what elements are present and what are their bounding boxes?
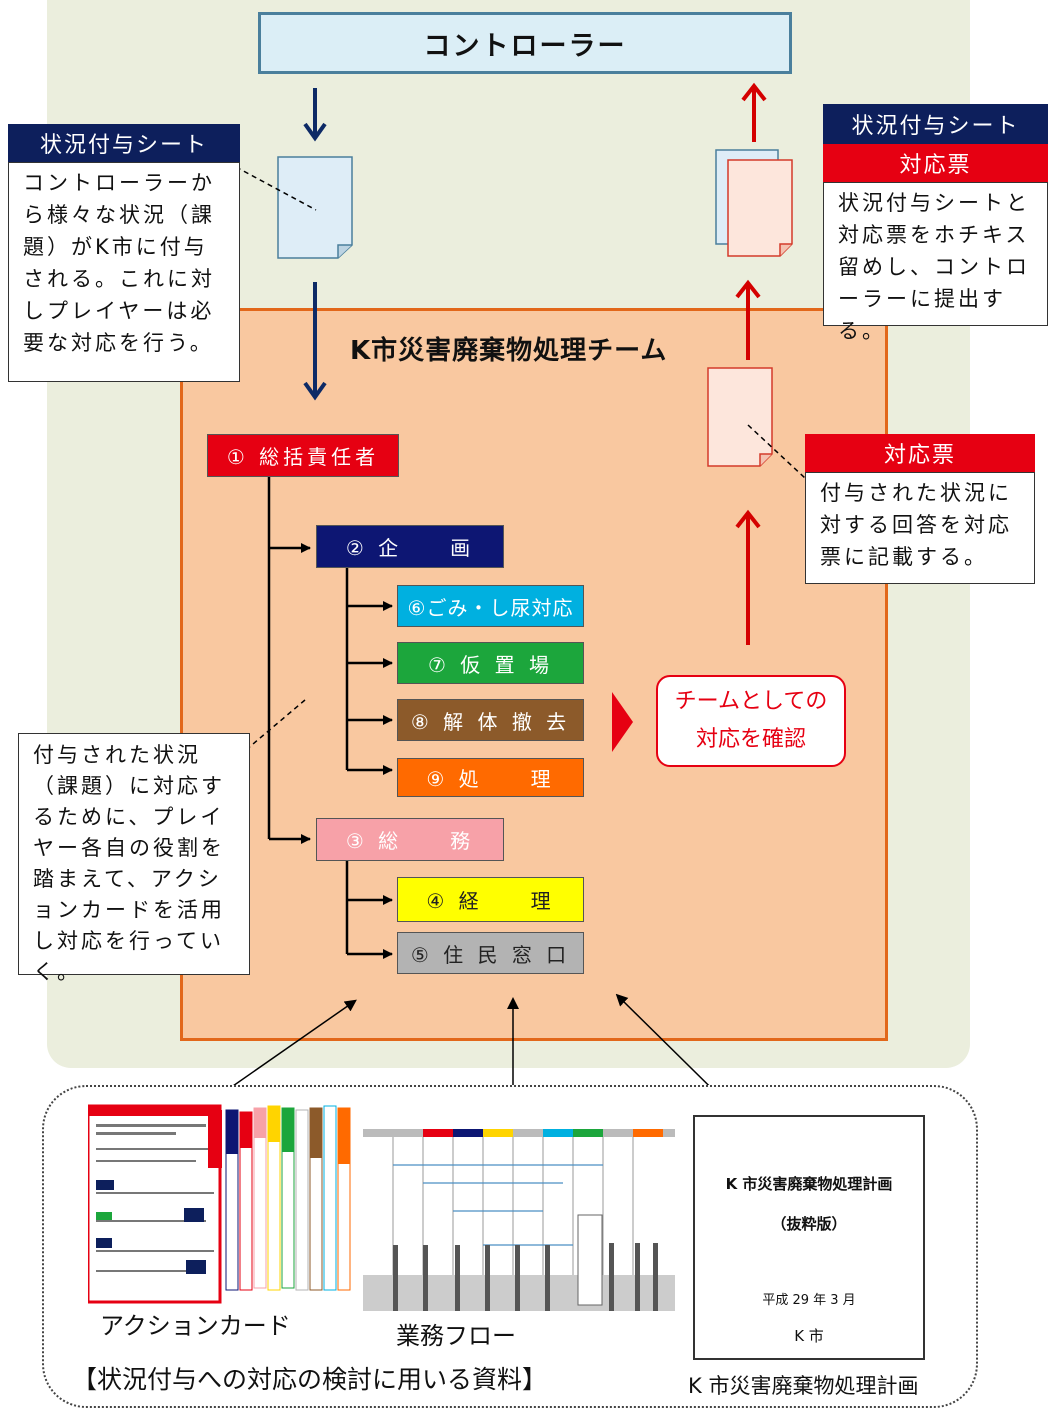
- workflow-caption: 業務フロー: [396, 1322, 516, 1350]
- up-arrows: [735, 82, 767, 645]
- workflow-thumbnail: [363, 1115, 675, 1311]
- role-planning: ② 企 画: [316, 525, 504, 568]
- plan-doc-title: K 市災害廃棄物処理計画: [725, 1175, 893, 1193]
- response-note-title: 対応票: [805, 434, 1035, 472]
- down-arrow-top: [303, 88, 327, 142]
- plan-document-thumbnail: K 市災害廃棄物処理計画 （抜粋版） 平成 29 年 3 月 K 市: [693, 1115, 925, 1360]
- triangle-right-icon: [612, 692, 633, 752]
- role-general-affairs: ③ 総 務: [316, 818, 504, 861]
- action-card-caption: アクションカード: [100, 1312, 291, 1340]
- response-note-body: 付与された状況に対する回答を対応票に記載する。: [805, 472, 1035, 584]
- materials-caption: 【状況付与への対応の検討に用いる資料】: [72, 1365, 548, 1394]
- right-sheet-title: 状況付与シート: [823, 104, 1048, 144]
- role-waste-response: ⑥ごみ・し尿対応: [397, 585, 584, 627]
- role-accounting: ④ 経 理: [397, 877, 584, 922]
- player-note: 付与された状況（課題）に対応するために、プレイヤー各自の役割を踏まえて、アクショ…: [18, 733, 250, 984]
- confirm-line-2: 対応を確認: [695, 727, 806, 752]
- org-tree: [267, 477, 393, 959]
- blank-sheet-icon: [277, 156, 353, 259]
- role-demolition: ⑧ 解 体 撤 去: [397, 699, 584, 741]
- response-sheet-icon: [707, 367, 773, 467]
- team-confirm-box: チームとしての対応を確認: [656, 675, 846, 767]
- role-resident-window: ⑤ 住 民 窓 口: [397, 932, 584, 974]
- role-temporary-site: ⑦ 仮 置 場: [397, 642, 584, 684]
- left-sheet-title: 状況付与シート: [8, 124, 240, 162]
- action-card-thumbnail: [88, 1104, 351, 1304]
- right-sheet-body: 状況付与シートと対応票をホチキス留めし、コントローラーに提出する。: [823, 182, 1048, 343]
- team-title: K市災害廃棄物処理チーム: [350, 336, 668, 366]
- plan-caption: K 市災害廃棄物処理計画: [688, 1374, 919, 1398]
- down-arrow-bottom: [303, 282, 327, 401]
- stacked-sheets-icon: [715, 149, 793, 257]
- controller-box: コントローラー: [258, 12, 792, 74]
- plan-doc-subtitle: （抜粋版）: [771, 1215, 847, 1233]
- plan-doc-date: 平成 29 年 3 月: [762, 1293, 856, 1308]
- plan-doc-org: K 市: [794, 1327, 824, 1345]
- role-processing: ⑨ 処 理: [397, 758, 584, 797]
- left-sheet-body: コントローラーから様々な状況（課題）がK市に付与される。これに対しプレイヤーは必…: [8, 162, 240, 382]
- confirm-line-1: チームとしての: [674, 689, 828, 714]
- right-sheet-subtitle: 対応票: [823, 144, 1048, 182]
- role-general-manager: ① 総括責任者: [207, 434, 399, 477]
